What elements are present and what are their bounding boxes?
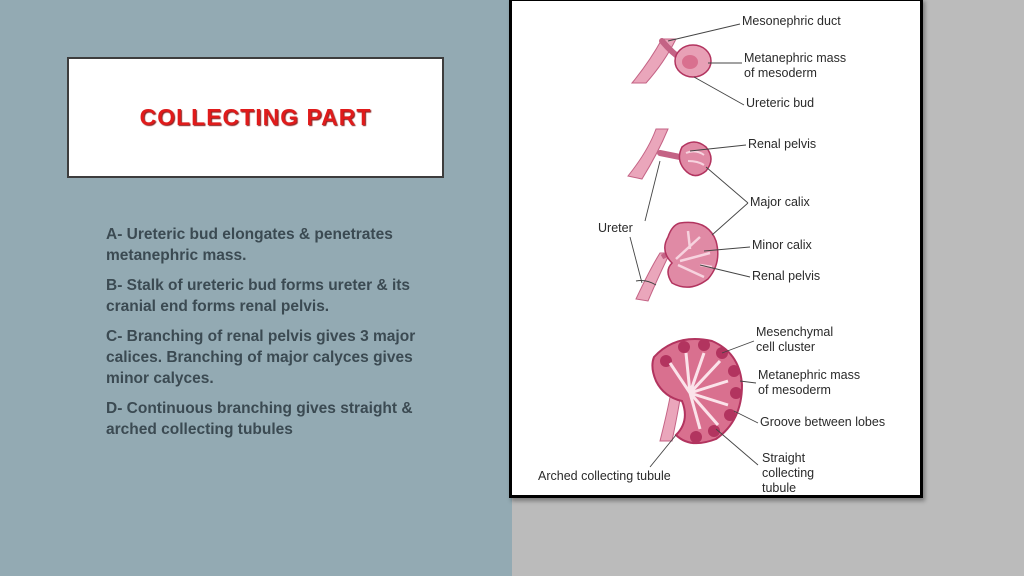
- stage-c-drawing: [635, 221, 719, 302]
- label-metanephric-mass-1b: of mesoderm: [744, 66, 817, 80]
- leader-lines: [629, 23, 759, 468]
- kidney-development-figure: Mesonephric duct Metanephric mass of mes…: [509, 0, 923, 498]
- stage-a-drawing: [630, 38, 712, 84]
- slide-title: COLLECTING PART: [139, 104, 372, 130]
- label-metanephric-mass-2a: Metanephric mass: [758, 368, 860, 382]
- label-mesonephric-duct: Mesonephric duct: [742, 14, 841, 28]
- label-mesenchymal-b: cell cluster: [756, 340, 815, 354]
- label-ureteric-bud: Ureteric bud: [746, 96, 814, 110]
- stage-b-drawing: [627, 128, 712, 180]
- label-metanephric-mass-2b: of mesoderm: [758, 383, 831, 397]
- label-mesenchymal-a: Mesenchymal: [756, 325, 833, 339]
- kidney-diagram: Mesonephric duct Metanephric mass of mes…: [538, 14, 885, 495]
- label-metanephric-mass-1a: Metanephric mass: [744, 51, 846, 65]
- paragraph-d: D- Continuous branching gives straight &…: [106, 400, 413, 438]
- label-straight-c: tubule: [762, 481, 796, 495]
- label-major-calix: Major calix: [750, 195, 810, 209]
- label-renal-pelvis-2: Renal pelvis: [752, 269, 820, 283]
- title-box: COLLECTING PART: [67, 57, 444, 178]
- label-groove: Groove between lobes: [760, 415, 885, 429]
- paragraph-b: B- Stalk of ureteric bud forms ureter & …: [106, 277, 411, 315]
- label-arched: Arched collecting tubule: [538, 469, 671, 483]
- label-straight-a: Straight: [762, 451, 806, 465]
- body-text: A- Ureteric bud elongates & penetrates m…: [106, 224, 416, 449]
- stage-d-drawing: [651, 338, 744, 445]
- label-renal-pelvis-1: Renal pelvis: [748, 137, 816, 151]
- paragraph-a: A- Ureteric bud elongates & penetrates m…: [106, 226, 393, 264]
- label-minor-calix: Minor calix: [752, 238, 812, 252]
- diagram-labels: Mesonephric duct Metanephric mass of mes…: [538, 14, 885, 495]
- label-ureter: Ureter: [598, 221, 633, 235]
- label-straight-b: collecting: [762, 466, 814, 480]
- paragraph-c: C- Branching of renal pelvis gives 3 maj…: [106, 328, 416, 387]
